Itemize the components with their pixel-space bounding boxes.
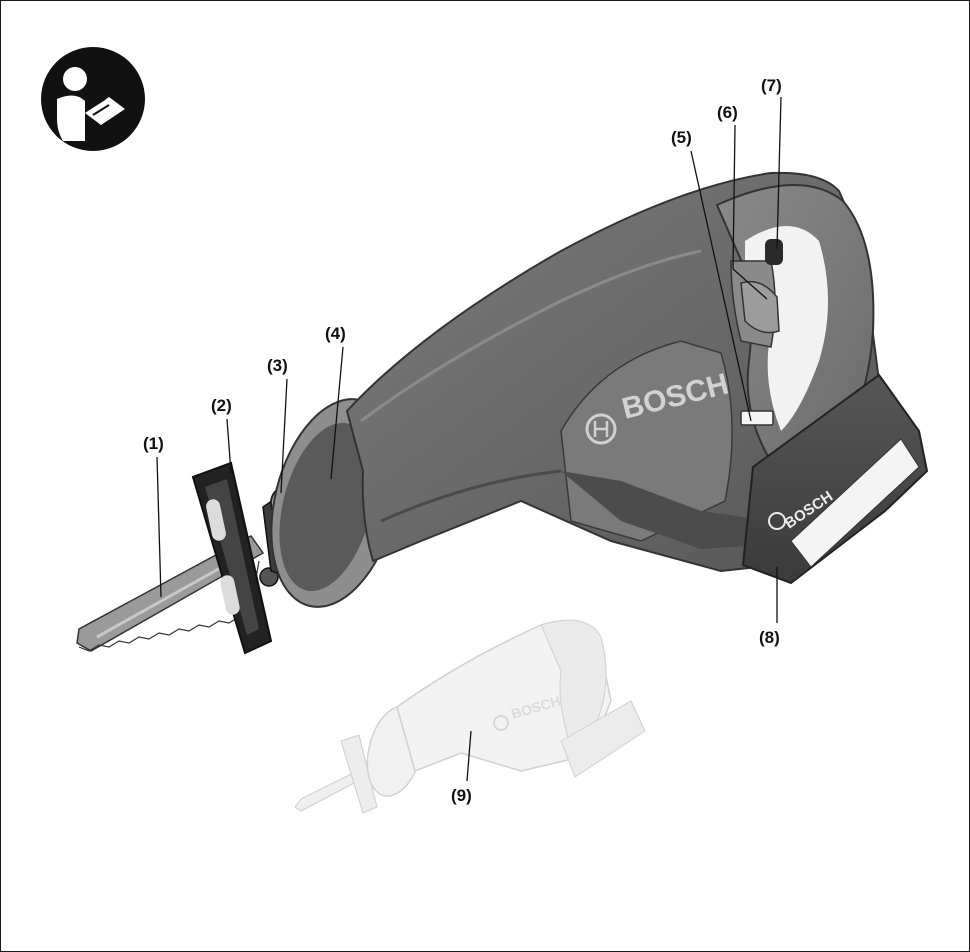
callout-6: (6) bbox=[717, 103, 738, 122]
callout-4: (4) bbox=[325, 324, 346, 343]
ghost-tool: BOSCH bbox=[294, 619, 646, 814]
leader-4 bbox=[330, 346, 344, 480]
leader-1 bbox=[156, 456, 162, 598]
read-manual-icon bbox=[41, 47, 145, 151]
leader-9 bbox=[466, 730, 472, 782]
leader-6 bbox=[732, 124, 768, 300]
callout-3: (3) bbox=[267, 356, 288, 375]
callout-7: (7) bbox=[761, 76, 782, 95]
callout-9: (9) bbox=[451, 786, 472, 805]
leader-5 bbox=[690, 150, 752, 422]
foot-plate bbox=[191, 461, 279, 655]
leader-3 bbox=[280, 378, 288, 494]
callout-1: (1) bbox=[143, 434, 164, 453]
leader-7 bbox=[776, 96, 782, 250]
callout-8: (8) bbox=[759, 628, 780, 647]
handle bbox=[715, 184, 875, 479]
leader-2 bbox=[226, 418, 232, 474]
battery-pack: BOSCH bbox=[741, 373, 929, 585]
leader-lines bbox=[156, 96, 782, 782]
callout-5: (5) bbox=[671, 128, 692, 147]
callout-2: (2) bbox=[211, 396, 232, 415]
